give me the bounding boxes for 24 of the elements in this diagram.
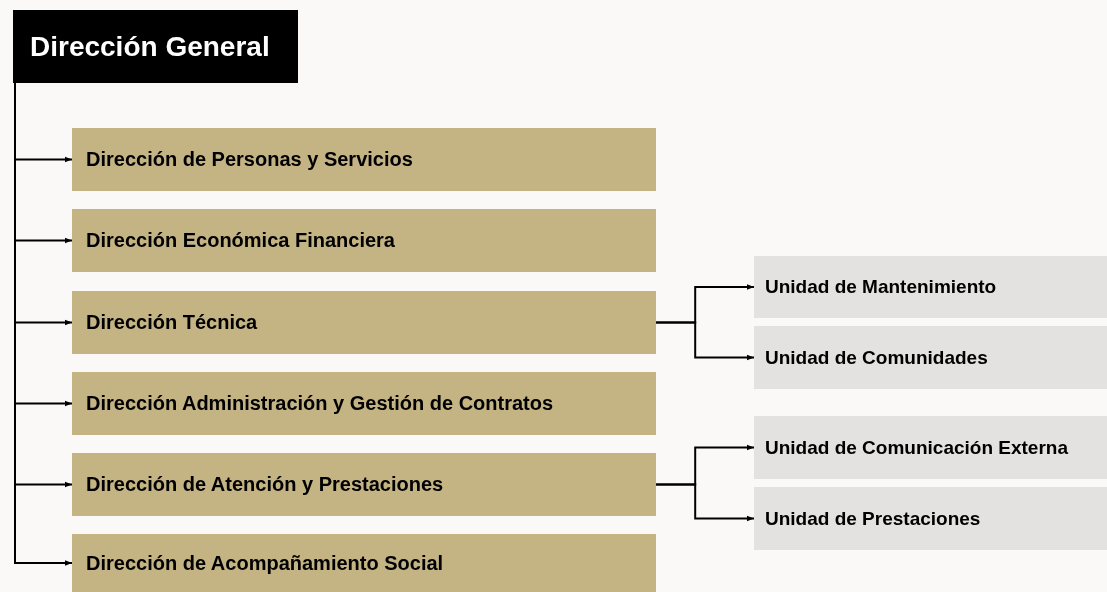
title-box — [13, 10, 298, 83]
department-box — [72, 209, 656, 272]
department-box — [72, 128, 656, 191]
department-label: Dirección de Atención y Prestaciones — [86, 473, 444, 496]
department-box — [72, 291, 656, 354]
box-title: Dirección General — [30, 30, 270, 63]
unit-label: Unidad de Prestaciones — [765, 507, 981, 530]
department-box — [72, 372, 656, 435]
department-label: Dirección Económica Financiera — [86, 229, 395, 252]
department-label: Dirección de Acompañamiento Social — [86, 551, 444, 575]
unit-label: Unidad de Mantenimiento — [765, 276, 997, 298]
unit-box — [754, 256, 1107, 318]
unit-box — [754, 326, 1107, 389]
department-label: Dirección de Personas y Servicios — [86, 148, 413, 171]
unit-box — [754, 487, 1107, 550]
department-label: Dirección Técnica — [86, 311, 258, 334]
department-box — [72, 534, 656, 592]
unit-label: Unidad de Comunidades — [765, 346, 988, 369]
connector-arrow — [655, 321, 755, 361]
department-label: Dirección Administración y Gestión de Contratos — [86, 392, 554, 415]
unit-label: Unidad de Comunicación Externa — [765, 436, 1068, 459]
unit-box — [754, 416, 1107, 479]
department-box — [72, 453, 656, 516]
connector-arrow — [655, 483, 755, 522]
